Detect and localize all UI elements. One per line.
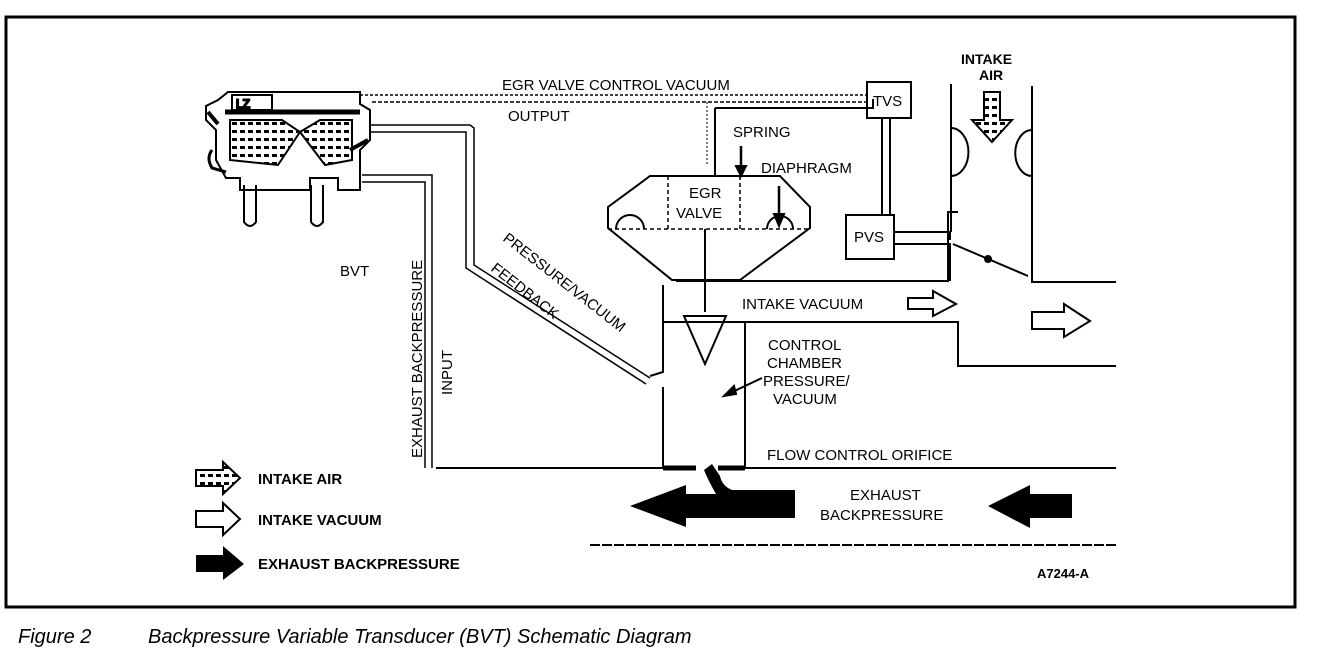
legend-intake-air-icon (195, 459, 242, 497)
output-label: OUTPUT (508, 108, 570, 125)
intake-vacuum-arrow-diagram-2 (1031, 302, 1092, 339)
control-chamber-label-4: VACUUM (773, 391, 837, 408)
vacuum-switches (845, 81, 951, 281)
intake-vacuum-arrow-diagram-1 (907, 289, 959, 318)
exhaust-backpressure-label-2: BACKPRESSURE (820, 507, 943, 524)
bvt-hoses (360, 94, 868, 468)
control-chamber (436, 211, 1116, 546)
legend-intake-air-label: INTAKE AIR (258, 471, 342, 488)
egr-valve (607, 99, 874, 367)
figure-code: A7244-A (1037, 566, 1090, 581)
pvs-label: PVS (854, 229, 884, 246)
control-chamber-label-2: CHAMBER (767, 355, 842, 372)
intake-vacuum-label: INTAKE VACUUM (742, 296, 863, 313)
figure-border (4, 15, 1297, 609)
egr-valve-label-2: VALVE (676, 205, 722, 222)
intake-air-label-1: INTAKE (961, 51, 1012, 67)
exhaust-backpressure-label-1: EXHAUST (850, 487, 921, 504)
legend-intake-vacuum-icon (195, 500, 242, 538)
bvt-label: BVT (340, 263, 369, 280)
intake-air-label-2: AIR (979, 67, 1003, 83)
bvt-device: LZ (205, 91, 371, 227)
input-label: INPUT (439, 350, 456, 395)
exhaust-backpressure-vertical-label: EXHAUST BACKPRESSURE (409, 260, 426, 458)
legend-exhaust-backpressure-icon (196, 546, 244, 580)
intake-throat (950, 84, 1116, 283)
legend-intake-vacuum-label: INTAKE VACUUM (258, 512, 382, 529)
figure-caption: Figure 2 Backpressure Variable Transducer… (18, 626, 692, 649)
egr-valve-control-vacuum-label: EGR VALVE CONTROL VACUUM (502, 77, 730, 94)
exhaust-backpressure-arrow-diagram-1 (630, 464, 795, 527)
flow-control-orifice-label: FLOW CONTROL ORIFICE (767, 447, 952, 464)
exhaust-backpressure-arrow-diagram-2 (988, 485, 1072, 528)
tvs-label: TVS (873, 93, 902, 110)
control-chamber-label-3: PRESSURE/ (763, 373, 851, 390)
figure-number: Figure 2 (18, 626, 92, 648)
legend-exhaust-backpressure-label: EXHAUST BACKPRESSURE (258, 556, 460, 573)
figure-title: Backpressure Variable Transducer (BVT) S… (148, 626, 692, 648)
control-chamber-label-1: CONTROL (768, 337, 841, 354)
diaphragm-label: DIAPHRAGM (761, 160, 852, 177)
svg-text:LZ: LZ (236, 97, 250, 111)
spring-label: SPRING (733, 124, 791, 141)
intake-air-arrow-diagram (969, 91, 1015, 144)
egr-valve-label-1: EGR (689, 185, 722, 202)
